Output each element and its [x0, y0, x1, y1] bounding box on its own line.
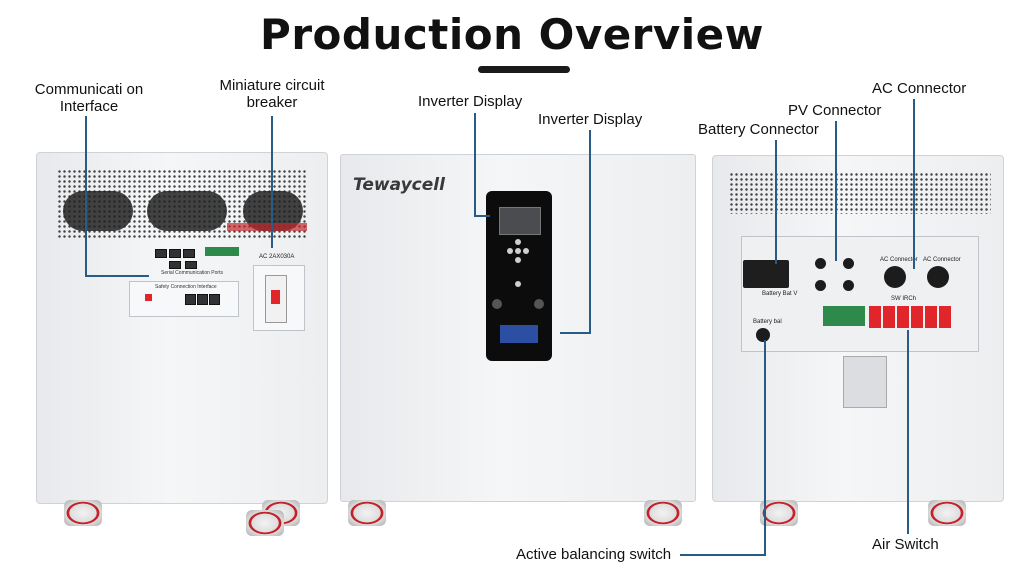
air-switch-breaker-3[interactable] [897, 306, 909, 328]
left-unit-body: Serial Communication Ports Safety Connec… [36, 152, 328, 504]
left-unit-wheel-3 [246, 510, 284, 536]
air-switch-breaker-5[interactable] [925, 306, 937, 328]
leader-battery-vertical [775, 140, 777, 264]
leader-display2-vertical [589, 130, 591, 334]
right-unit-wheel-2 [928, 500, 966, 526]
left-unit-port-1 [155, 249, 167, 258]
inverter-down-button[interactable] [515, 257, 521, 263]
left-unit-port-3 [183, 249, 195, 258]
ac-connector-1 [884, 266, 906, 288]
left-unit-fan-2 [147, 191, 227, 231]
callout-pv-connector: PV Connector [788, 102, 882, 119]
battery-terminal-label: Battery Bat V [762, 291, 798, 297]
front-unit-body: Tewaycell [340, 154, 696, 502]
right-unit-body: Battery Bat V AC Connector AC Connector … [712, 155, 1004, 502]
right-unit-wheel-1 [760, 500, 798, 526]
inverter-control-panel [486, 191, 552, 361]
battery-status-display [500, 325, 538, 343]
pv-connector-1 [815, 258, 826, 269]
left-unit-red-strip [227, 223, 307, 231]
right-unit-connector-panel [741, 236, 979, 352]
page-title: Production Overview [260, 10, 764, 59]
callout-active-balancing-switch: Active balancing switch [516, 546, 672, 563]
callout-inverter-display-1: Inverter Display [418, 93, 523, 110]
left-unit-port-label-1: Serial Communication Ports [161, 270, 223, 276]
front-unit-wheel-1 [348, 500, 386, 526]
leader-balancing-vertical [764, 340, 766, 556]
inverter-display-screen [499, 207, 541, 235]
left-unit-breaker[interactable] [265, 275, 287, 323]
ac-connector-label-2: AC Connector [923, 257, 961, 263]
left-unit-wheel-1 [64, 500, 102, 526]
leader-display2-horizontal [560, 332, 591, 334]
left-unit-rj-3 [209, 294, 220, 305]
callout-miniature-circuit-breaker: Miniature circuit breaker [219, 77, 325, 111]
title-underline [478, 66, 570, 73]
right-unit-nameplate [843, 356, 887, 408]
leader-air-switch-vertical [907, 330, 909, 534]
balancing-switch[interactable] [756, 328, 770, 342]
left-unit-port-5 [185, 261, 197, 269]
battery-terminal [743, 260, 789, 288]
left-unit-breaker-label: AC 2AX030A [259, 254, 295, 260]
leader-pv-vertical [835, 121, 837, 261]
inverter-ok-button[interactable] [515, 248, 521, 254]
inverter-left-button[interactable] [507, 248, 513, 254]
air-switch-breaker-4[interactable] [911, 306, 923, 328]
inverter-power-button[interactable] [515, 281, 521, 287]
leader-display1-horizontal [474, 215, 490, 217]
leader-display1-vertical [474, 113, 476, 217]
front-unit-brand: Tewaycell [353, 175, 445, 195]
air-switch-terminal [823, 306, 865, 326]
air-switch-breaker-6[interactable] [939, 306, 951, 328]
left-unit-red-switch [145, 294, 152, 301]
left-unit-port-2 [169, 249, 181, 258]
leader-breaker-vertical [271, 116, 273, 248]
balancing-switch-label: Battery bal [753, 319, 782, 325]
air-switch-breaker-2[interactable] [883, 306, 895, 328]
front-unit-wheel-2 [644, 500, 682, 526]
inverter-knob-left[interactable] [492, 299, 502, 309]
leader-ac-vertical [913, 99, 915, 269]
left-unit-port-label-2: Safety Connection Interface [155, 284, 217, 290]
inverter-right-button[interactable] [523, 248, 529, 254]
left-unit-rj-1 [185, 294, 196, 305]
left-unit-terminal-block [205, 247, 239, 256]
callout-battery-connector: Battery Connector [698, 121, 819, 138]
leader-balancing-horizontal [680, 554, 766, 556]
pv-connector-3 [815, 280, 826, 291]
leader-communication-horizontal [85, 275, 149, 277]
right-unit-grille [729, 172, 991, 214]
callout-inverter-display-2: Inverter Display [538, 111, 643, 128]
left-unit-fan-1 [63, 191, 133, 231]
inverter-knob-right[interactable] [534, 299, 544, 309]
left-unit-port-4 [169, 261, 181, 269]
leader-communication-vertical [85, 116, 87, 276]
callout-communication-interface: Communicati on Interface [34, 81, 144, 115]
ac-connector-label-1: AC Connector [880, 257, 918, 263]
pv-connector-4 [843, 280, 854, 291]
inverter-up-button[interactable] [515, 239, 521, 245]
air-switch-breaker-1[interactable] [869, 306, 881, 328]
callout-air-switch: Air Switch [872, 536, 939, 553]
ac-connector-2 [927, 266, 949, 288]
air-switch-label: SW IRCh [891, 296, 917, 302]
left-unit-rj-2 [197, 294, 208, 305]
left-unit-breaker-toggle[interactable] [271, 290, 280, 304]
pv-connector-2 [843, 258, 854, 269]
callout-ac-connector: AC Connector [872, 80, 967, 97]
